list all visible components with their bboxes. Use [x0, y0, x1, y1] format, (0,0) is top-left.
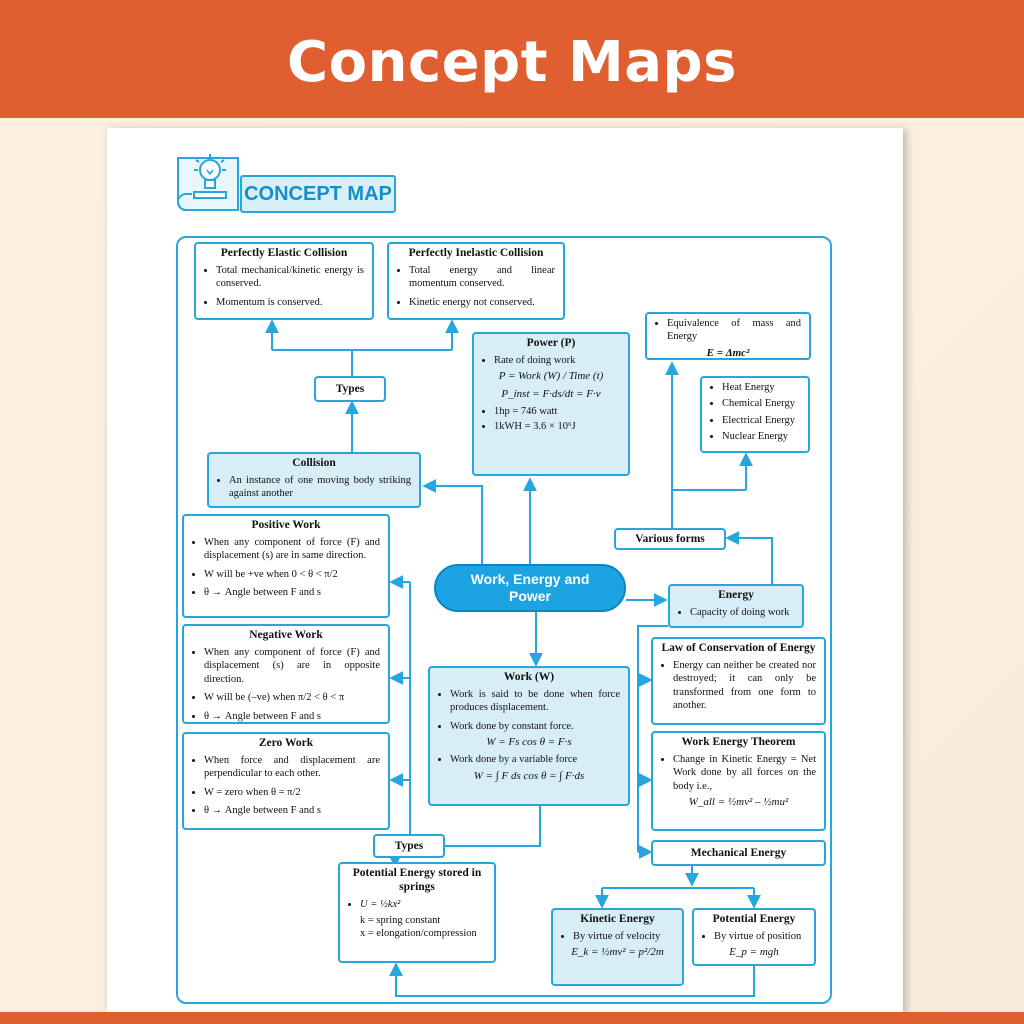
elastic-title: Perfectly Elastic Collision [220, 247, 348, 259]
energy-form-item: Nuclear Energy [722, 430, 800, 443]
wet-formula: W_all = ½mv² – ½mu² [688, 796, 789, 809]
work-title: Work (W) [503, 671, 555, 683]
elastic-item: Momentum is conserved. [216, 296, 364, 309]
spring-energy-box: Potential Energy stored in springs U = ½… [338, 862, 496, 963]
zero-work-item: θ → Angle between F and s [204, 804, 380, 817]
banner-title: Concept Maps [287, 30, 737, 95]
bottom-strip [0, 1012, 1024, 1024]
power-intro: Rate of doing work [494, 354, 620, 367]
negative-work-item: θ → Angle between F and s [204, 710, 380, 723]
mechanical-energy-label: Mechanical Energy [651, 840, 826, 866]
kinetic-energy-box: Kinetic Energy By virtue of velocity E_k… [551, 908, 684, 986]
energy-item: Capacity of doing work [690, 606, 794, 619]
kinetic-item: By virtue of velocity [573, 930, 674, 943]
power-instant-formula: P_inst = F·ds/dt = F·v [501, 388, 601, 401]
work-constant-formula: W = Fs cos θ = F·s [486, 736, 572, 749]
types-label-top: Types [314, 376, 386, 402]
negative-work-item: When any component of force (F) and disp… [204, 646, 380, 686]
inelastic-title: Perfectly Inelastic Collision [408, 247, 544, 259]
negative-work-item: W will be (–ve) when π/2 < θ < π [204, 691, 380, 704]
potential-energy-box: Potential Energy By virtue of position E… [692, 908, 816, 966]
power-box: Power (P) Rate of doing work P = Work (W… [472, 332, 630, 476]
banner: Concept Maps [0, 0, 1024, 118]
mass-energy-text: Equivalence of mass and Energy [667, 317, 801, 344]
energy-forms-box: Heat Energy Chemical Energy Electrical E… [700, 376, 810, 453]
positive-work-item: W will be +ve when 0 < θ < π/2 [204, 568, 380, 581]
energy-form-item: Electrical Energy [722, 414, 800, 427]
diagram-frame [176, 236, 832, 1004]
collision-box: Collision An instance of one moving body… [207, 452, 421, 508]
collision-item: An instance of one moving body striking … [229, 474, 411, 501]
conservation-title: Law of Conservation of Energy [661, 642, 816, 654]
perfectly-inelastic-collision-box: Perfectly Inelastic Collision Total ener… [387, 242, 565, 320]
negative-work-title: Negative Work [249, 629, 323, 641]
elastic-item: Total mechanical/kinetic energy is conse… [216, 264, 364, 291]
conservation-law-box: Law of Conservation of Energy Energy can… [651, 637, 826, 725]
types-label-bottom: Types [373, 834, 445, 858]
wet-item: Change in Kinetic Energy = Net Work done… [673, 753, 816, 793]
spring-x-note: x = elongation/compression [360, 928, 477, 940]
power-title: Power (P) [526, 337, 576, 349]
kinetic-formula: E_k = ½mv² = p²/2m [571, 946, 664, 959]
spring-k-note: k = spring constant [360, 915, 441, 927]
work-item: Work done by a variable force [450, 753, 620, 766]
power-formula: P = Work (W) / Time (t) [498, 370, 604, 383]
positive-work-item: When any component of force (F) and disp… [204, 536, 380, 563]
zero-work-item: When force and displacement are perpendi… [204, 754, 380, 781]
perfectly-elastic-collision-box: Perfectly Elastic Collision Total mechan… [194, 242, 374, 320]
various-forms-label: Various forms [614, 528, 726, 550]
zero-work-title: Zero Work [258, 737, 314, 749]
potential-title: Potential Energy [712, 913, 796, 925]
zero-work-box: Zero Work When force and displacement ar… [182, 732, 390, 830]
center-node: Work, Energy and Power [434, 564, 626, 612]
positive-work-title: Positive Work [251, 519, 321, 531]
negative-work-box: Negative Work When any component of forc… [182, 624, 390, 724]
energy-form-item: Heat Energy [722, 381, 800, 394]
positive-work-box: Positive Work When any component of forc… [182, 514, 390, 618]
work-energy-theorem-box: Work Energy Theorem Change in Kinetic En… [651, 731, 826, 831]
spring-formula: U = ½kx² [360, 898, 486, 911]
concept-map-label: CONCEPT MAP [240, 175, 396, 213]
work-box: Work (W) Work is said to be done when fo… [428, 666, 630, 806]
inelastic-item: Kinetic energy not conserved. [409, 296, 555, 309]
positive-work-item: θ → Angle between F and s [204, 586, 380, 599]
work-item: Work is said to be done when force produ… [450, 688, 620, 715]
zero-work-item: W = zero when θ = π/2 [204, 786, 380, 799]
mass-energy-formula: E = Δmc² [706, 346, 750, 359]
spring-title: Potential Energy stored in springs [352, 867, 482, 893]
potential-item: By virtue of position [714, 930, 806, 943]
collision-title: Collision [292, 457, 336, 469]
lightbulb-scroll-icon [177, 154, 239, 211]
energy-title: Energy [718, 589, 754, 601]
energy-box: Energy Capacity of doing work [668, 584, 804, 628]
energy-form-item: Chemical Energy [722, 397, 800, 410]
inelastic-item: Total energy and linear momentum conserv… [409, 264, 555, 291]
power-hp: 1hp = 746 watt [494, 405, 620, 418]
conservation-item: Energy can neither be created nor destro… [673, 659, 816, 713]
potential-formula: E_p = mgh [729, 946, 779, 959]
work-item: Work done by constant force. [450, 720, 620, 733]
power-kwh: 1kWH = 3.6 × 10⁶J [494, 420, 620, 433]
mass-energy-box: Equivalence of mass and Energy E = Δmc² [645, 312, 811, 360]
wet-title: Work Energy Theorem [681, 736, 796, 748]
kinetic-title: Kinetic Energy [580, 913, 655, 925]
work-variable-formula: W = ∫ F ds cos θ = ∫ F·ds [473, 769, 585, 782]
